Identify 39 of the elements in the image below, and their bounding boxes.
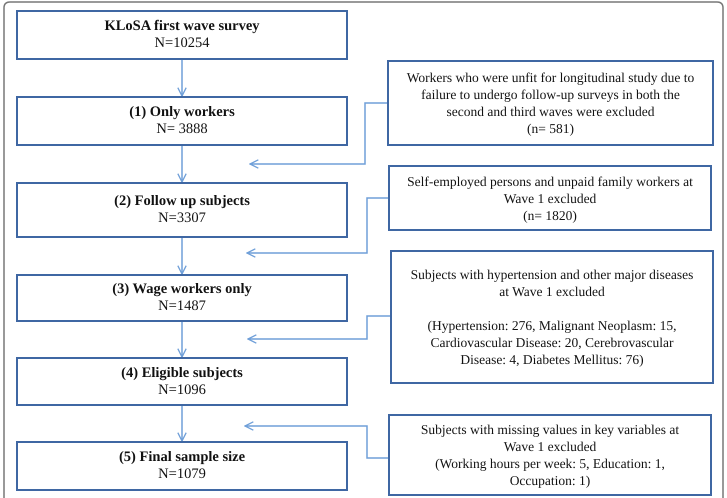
arrow	[177, 322, 187, 358]
exclusion-detail: (Working hours per week: 5, Education: 1, Occupation: 1)	[434, 455, 666, 489]
exclusion-box	[387, 60, 714, 146]
arrow	[177, 146, 187, 183]
exclusion-box	[388, 414, 712, 496]
count-text: N=10254	[154, 35, 210, 52]
arrow	[177, 60, 187, 97]
exclusion-text: Self-employed persons and unpaid family workers at Wave 1 excluded	[406, 172, 694, 206]
count-text: N=3307	[158, 210, 206, 227]
arrow	[244, 421, 388, 459]
arrow	[247, 315, 390, 344]
process-box	[16, 182, 348, 238]
process-box	[16, 10, 348, 60]
step-title: (1) Only workers	[129, 104, 235, 121]
exclusion-box	[390, 250, 714, 384]
exclusion-detail: (n= 581)	[527, 120, 574, 137]
process-box	[16, 96, 348, 146]
process-box	[16, 357, 348, 406]
step-title: (5) Final sample size	[118, 449, 246, 466]
step-title: (4) Eligible subjects	[121, 364, 243, 382]
count-text: N= 3888	[156, 121, 208, 138]
step-title: (3) Wage workers only	[112, 281, 252, 298]
exclusion-text: Subjects with hypertension and other major diseases at Wave 1 excluded	[410, 266, 694, 300]
count-text: N=1079	[158, 466, 206, 483]
count-text: N=1487	[158, 298, 206, 315]
exclusion-detail: (Hypertension: 276, Malignant Neoplasm: 15, Cardiovascular Disease: 20, Cerebrovascular Disease: 4, Diabetes Mellitus: 76)	[426, 317, 678, 368]
exclusion-detail: (n= 1820)	[523, 206, 577, 224]
arrow	[177, 238, 187, 275]
arrow	[249, 102, 387, 169]
exclusion-text: Workers who were unfit for longitudinal study due to failure to undergo follow-up surveys in both the second and third waves were excluded	[406, 69, 696, 120]
step-title: KLoSA first wave survey	[104, 18, 260, 35]
step-title: (2) Follow up subjects	[114, 193, 250, 210]
process-box	[16, 441, 348, 491]
process-box	[16, 274, 348, 322]
arrow	[246, 197, 388, 258]
exclusion-text: Subjects with missing values in key variables at Wave 1 excluded	[420, 421, 680, 455]
count-text: N=1096	[158, 382, 206, 398]
exclusion-box	[388, 165, 712, 231]
arrow	[177, 406, 187, 442]
